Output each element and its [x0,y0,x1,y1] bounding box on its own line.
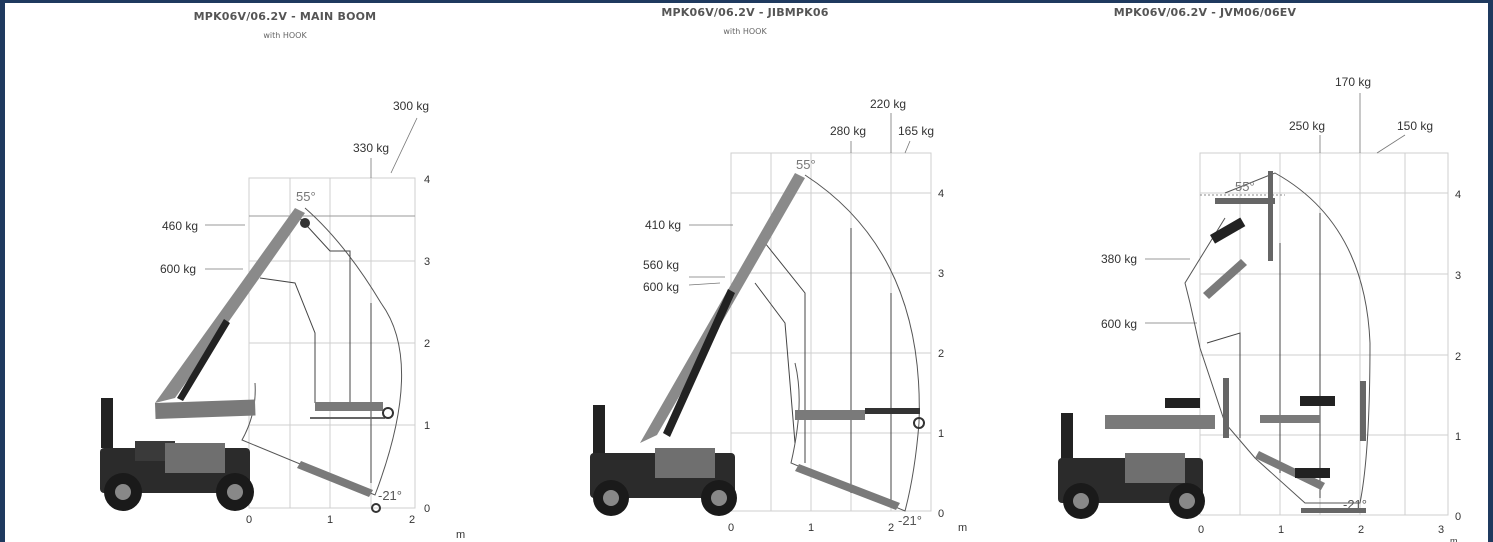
angle-label: -21° [378,488,402,503]
y-tick: 1 [938,428,944,440]
x-tick: 3 [1438,524,1444,536]
panel-title: MPK06V/06.2V - JVM06/06EV [1113,6,1297,19]
panel-subtitle: with HOOK [723,27,767,36]
angle-label: 55° [1235,179,1255,194]
load-label: 250 kg [1289,119,1325,133]
x-tick: 0 [246,514,252,526]
load-label: 170 kg [1335,75,1371,89]
panel-subtitle: with HOOK [263,31,307,40]
x-tick: 1 [808,522,814,534]
x-tick: 2 [409,514,415,526]
load-label: 220 kg [870,97,906,111]
y-tick: 3 [1455,270,1461,282]
machine [1058,171,1366,519]
y-tick: 0 [424,503,430,515]
y-tick: 3 [424,256,430,268]
load-label: 460 kg [162,219,198,233]
load-curve [296,214,351,403]
load-label: 600 kg [160,262,196,276]
angle-label: 55° [796,157,816,172]
y-tick: 2 [424,338,430,350]
leader-lines [1145,93,1406,324]
leader-lines [205,117,418,270]
y-tick: 0 [938,508,944,520]
y-tick: 2 [1455,351,1461,363]
machine [590,173,925,516]
panel-main-boom: MPK06V/06.2V - MAIN BOOM with HOOK 4 3 2… [5,3,505,542]
leader-lines [688,113,911,286]
y-tick: 4 [938,188,944,200]
load-diagram: 4 3 2 1 0 0 1 2 3 m 170 kg 250 kg 150 kg… [1058,75,1461,542]
load-label: 300 kg [393,99,429,113]
load-label: 600 kg [643,280,679,294]
load-label: 330 kg [353,141,389,155]
x-tick: 1 [327,514,333,526]
load-curve [764,242,806,463]
panel-jvm: MPK06V/06.2V - JVM06/06EV 4 3 2 1 0 0 1 … [985,3,1488,542]
load-label: 165 kg [898,124,934,138]
grid [248,177,416,509]
load-label: 560 kg [643,258,679,272]
y-tick: 3 [938,268,944,280]
load-diagram: 4 3 2 1 0 0 1 2 m 300 kg 330 kg 460 kg 6… [100,99,465,541]
x-tick: 1 [1278,524,1284,536]
working-envelope [241,207,403,496]
x-tick: 0 [1198,524,1204,536]
panel-title: MPK06V/06.2V - MAIN BOOM [193,10,377,23]
load-label: 280 kg [830,124,866,138]
unit-label: m [1450,536,1458,542]
load-diagram: 4 3 2 1 0 0 1 2 m 220 kg 280 kg 165 kg 4… [590,97,967,534]
unit-label: m [456,529,465,541]
load-chart-sheet: MPK06V/06.2V - MAIN BOOM with HOOK 4 3 2… [5,3,1488,542]
y-tick: 1 [1455,431,1461,443]
load-label: 150 kg [1397,119,1433,133]
load-curve [1206,332,1241,438]
angle-label: 55° [296,189,316,204]
y-tick: 1 [424,420,430,432]
x-tick: 2 [888,522,894,534]
unit-label: m [958,522,967,534]
y-tick: 0 [1455,511,1461,523]
grid [730,152,932,512]
load-label: 600 kg [1101,317,1137,331]
machine [100,208,394,513]
y-tick: 4 [1455,189,1461,201]
load-curve [754,282,796,444]
y-tick: 4 [424,174,430,186]
working-envelope [1184,172,1371,504]
y-tick: 2 [938,348,944,360]
load-label: 380 kg [1101,252,1137,266]
load-curve [259,277,316,403]
x-tick: 2 [1358,524,1364,536]
load-label: 410 kg [645,218,681,232]
working-envelope [790,174,920,512]
x-tick: 0 [728,522,734,534]
panel-jib: MPK06V/06.2V - JIBMPK06 with HOOK 4 3 2 … [505,3,985,542]
angle-label: -21° [898,513,922,528]
panel-title: MPK06V/06.2V - JIBMPK06 [661,6,829,19]
